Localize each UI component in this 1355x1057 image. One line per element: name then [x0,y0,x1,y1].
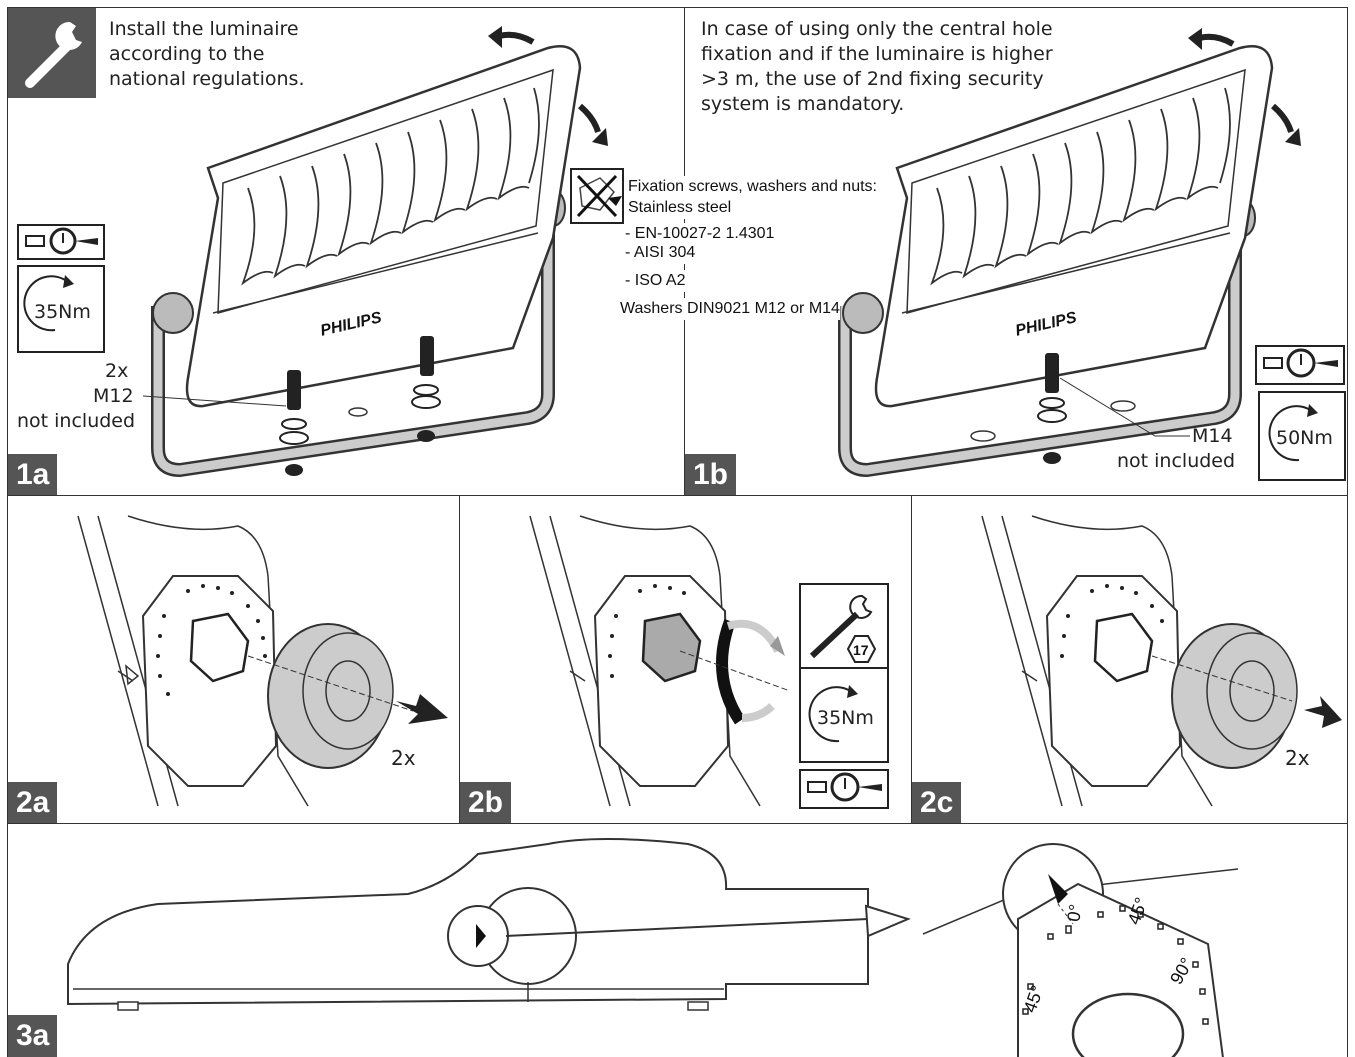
wrench-size-2b: 17 [853,642,869,658]
angle-0-3a: 0° [1063,902,1086,924]
panel-3a: 0° 45° 90° 45° 3a [7,823,1348,1057]
panel-2c: 2x 2c [911,495,1348,825]
hex-17-icon [846,635,877,663]
panel-label-2a: 2a [8,782,58,824]
rotate-arrow-icon [808,685,858,743]
screw-size-1a: M12 [93,385,134,407]
panel-1a: Install the luminaire according to the n… [7,7,686,497]
instruction-1b: In case of using only the central hole f… [701,18,1053,115]
knob-removal-illustration [77,515,448,807]
nut-tightening-illustration [529,515,889,809]
materials-item-1: - EN-10027-2 1.4301 [625,223,775,245]
panel-1b: In case of using only the central hole f… [684,7,1348,497]
rotate-arrow-icon [23,275,74,332]
torque-value-1a: 35Nm [34,301,91,323]
screw-note-1b: not included [1117,450,1236,472]
panel-label-1a: 1a [8,454,58,496]
torque-wrench-icon [799,769,889,809]
torque-wrench-icon [1255,345,1345,385]
screw-note-1a: not included [17,410,136,432]
panel-2b: 17 35Nm 2b [459,495,913,825]
panel-label-2c: 2c [912,782,962,824]
torque-value-2b: 35Nm [817,707,874,729]
panel-label-1b: 1b [685,454,737,496]
wrench-icon [809,594,873,659]
screw-size-1b: M14 [1192,425,1233,447]
materials-item-3: - ISO A2 [625,270,686,292]
materials-title: Fixation screws, washers and nuts: [628,176,877,198]
wrench-icon [25,21,82,88]
luminaire-1b-illustration [838,28,1346,481]
panel-label-3a: 3a [8,1015,58,1057]
luminaire-1a-illustration [8,8,608,477]
materials-item-2: - AISI 304 [625,242,696,264]
torque-wrench-icon [17,224,105,260]
instruction-1a: Install the luminaire according to the n… [109,18,305,90]
panel-2a: 2x 2a [7,495,461,825]
screw-count-1a: 2x [105,360,129,382]
materials-material: Stainless steel [628,197,732,219]
side-view-illustration [67,838,1239,1057]
knob-refit-illustration [981,515,1342,807]
rotate-arrow-icon [1268,404,1318,462]
no-galvanic-icon [570,168,624,224]
knob-count-2a: 2x [391,746,416,770]
knob-count-2c: 2x [1285,746,1310,770]
torque-value-1b: 50Nm [1276,427,1333,449]
materials-washers: Washers DIN9021 M12 or M14 [620,298,840,320]
panel-label-2b: 2b [460,782,512,824]
